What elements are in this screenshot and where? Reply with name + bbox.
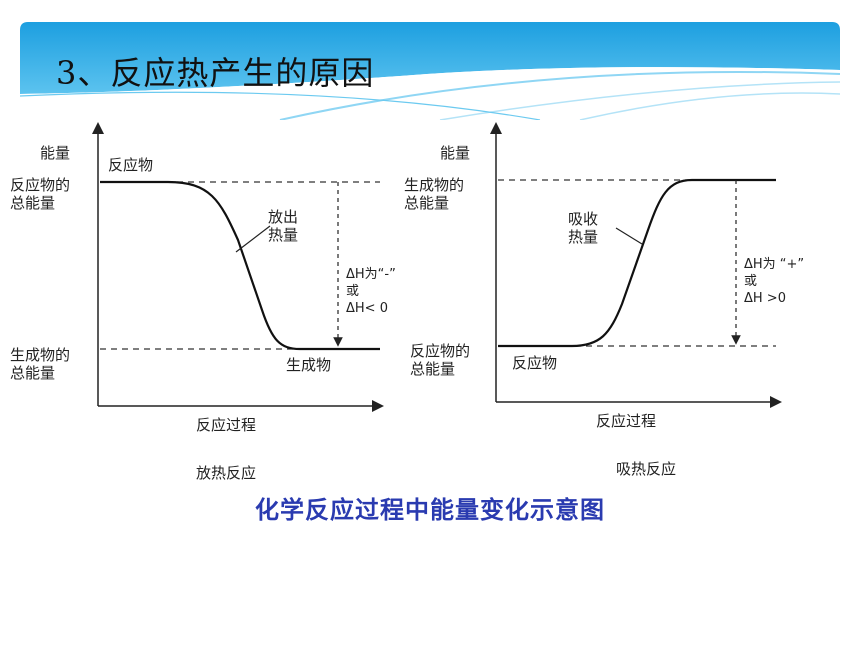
right-curve-note: 吸收 热量	[568, 210, 599, 246]
energy-diagrams: 能量 反应物 反应物的 总能量 放出 热量 ΔH为“-” 或 ΔH< 0 生成物…	[0, 120, 860, 540]
right-delta-label: ΔH为 “+” 或 ΔH >0	[744, 257, 805, 306]
exothermic-diagram	[92, 122, 384, 412]
left-x-axis-label: 反应过程	[196, 416, 257, 434]
left-low-level-label: 生成物的 总能量	[10, 346, 71, 382]
right-y-axis-label: 能量	[440, 144, 471, 162]
right-x-axis-label: 反应过程	[596, 412, 657, 430]
right-start-species: 反应物	[512, 354, 558, 372]
endothermic-curve	[498, 178, 776, 348]
left-y-axis-label: 能量	[40, 144, 71, 162]
right-reaction-kind: 吸热反应	[616, 460, 677, 478]
exothermic-curve	[100, 180, 380, 351]
diagram-caption: 化学反应过程中能量变化示意图	[255, 496, 605, 524]
right-low-level-label: 反应物的 总能量	[410, 342, 471, 378]
endothermic-diagram	[490, 122, 782, 408]
title-banner: 3、反应热产生的原因	[20, 22, 840, 120]
right-high-level-label: 生成物的 总能量	[404, 176, 465, 212]
left-end-species: 生成物	[286, 356, 332, 374]
left-reaction-kind: 放热反应	[196, 464, 257, 482]
left-note-pointer	[235, 225, 271, 253]
banner-shape	[20, 22, 840, 120]
left-high-level-label: 反应物的 总能量	[10, 176, 71, 212]
diagram-graphics	[92, 122, 782, 412]
right-note-pointer	[615, 227, 643, 245]
left-start-species: 反应物	[108, 156, 154, 174]
slide-title: 3、反应热产生的原因	[56, 54, 375, 92]
left-delta-label: ΔH为“-” 或 ΔH< 0	[346, 267, 396, 316]
left-curve-note: 放出 热量	[268, 208, 299, 244]
